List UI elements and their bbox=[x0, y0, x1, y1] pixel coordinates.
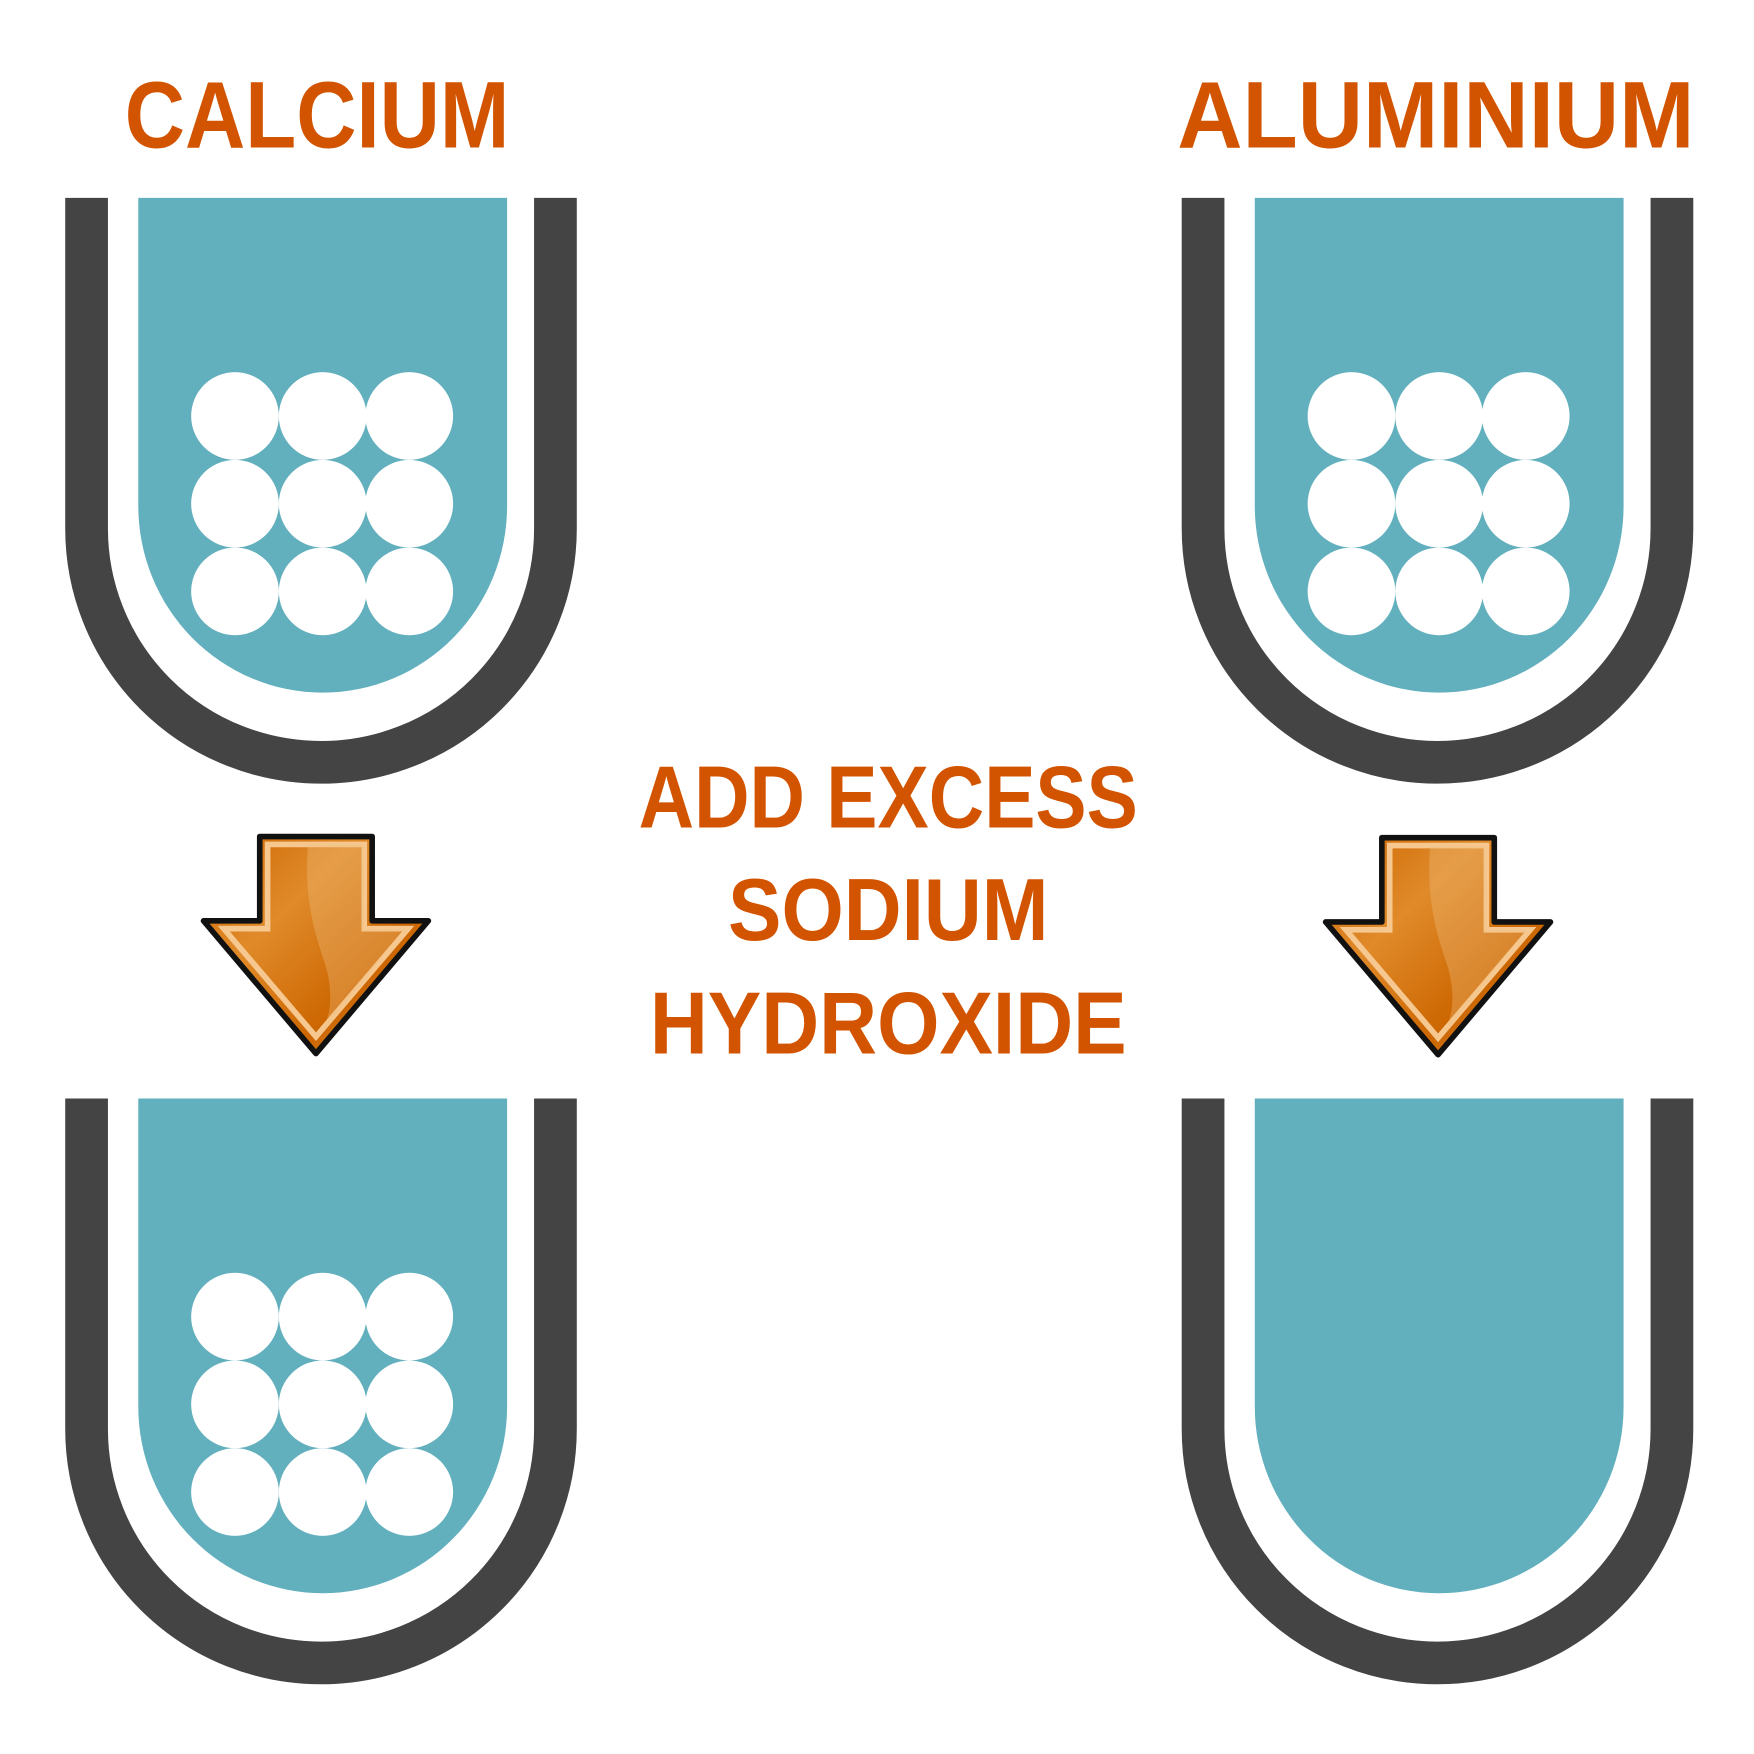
calcium-title: CALCIUM bbox=[125, 63, 510, 168]
down-arrow-icon bbox=[204, 837, 429, 1054]
aluminium-tube-before bbox=[1203, 198, 1672, 762]
precipitate-beads bbox=[191, 1272, 454, 1536]
instruction-line-3: HYDROXIDE bbox=[650, 975, 1127, 1073]
calcium-tube-after bbox=[87, 1098, 556, 1662]
down-arrow-icon bbox=[1326, 838, 1551, 1055]
instruction-line-2: SODIUM bbox=[728, 861, 1048, 959]
aluminium-title: ALUMINIUM bbox=[1177, 63, 1694, 168]
precipitate-beads bbox=[1307, 372, 1570, 636]
aluminium-tube-after bbox=[1203, 1098, 1672, 1662]
instruction-line-1: ADD EXCESS bbox=[639, 749, 1138, 847]
precipitate-beads bbox=[191, 372, 454, 636]
calcium-tube-before bbox=[87, 198, 556, 762]
